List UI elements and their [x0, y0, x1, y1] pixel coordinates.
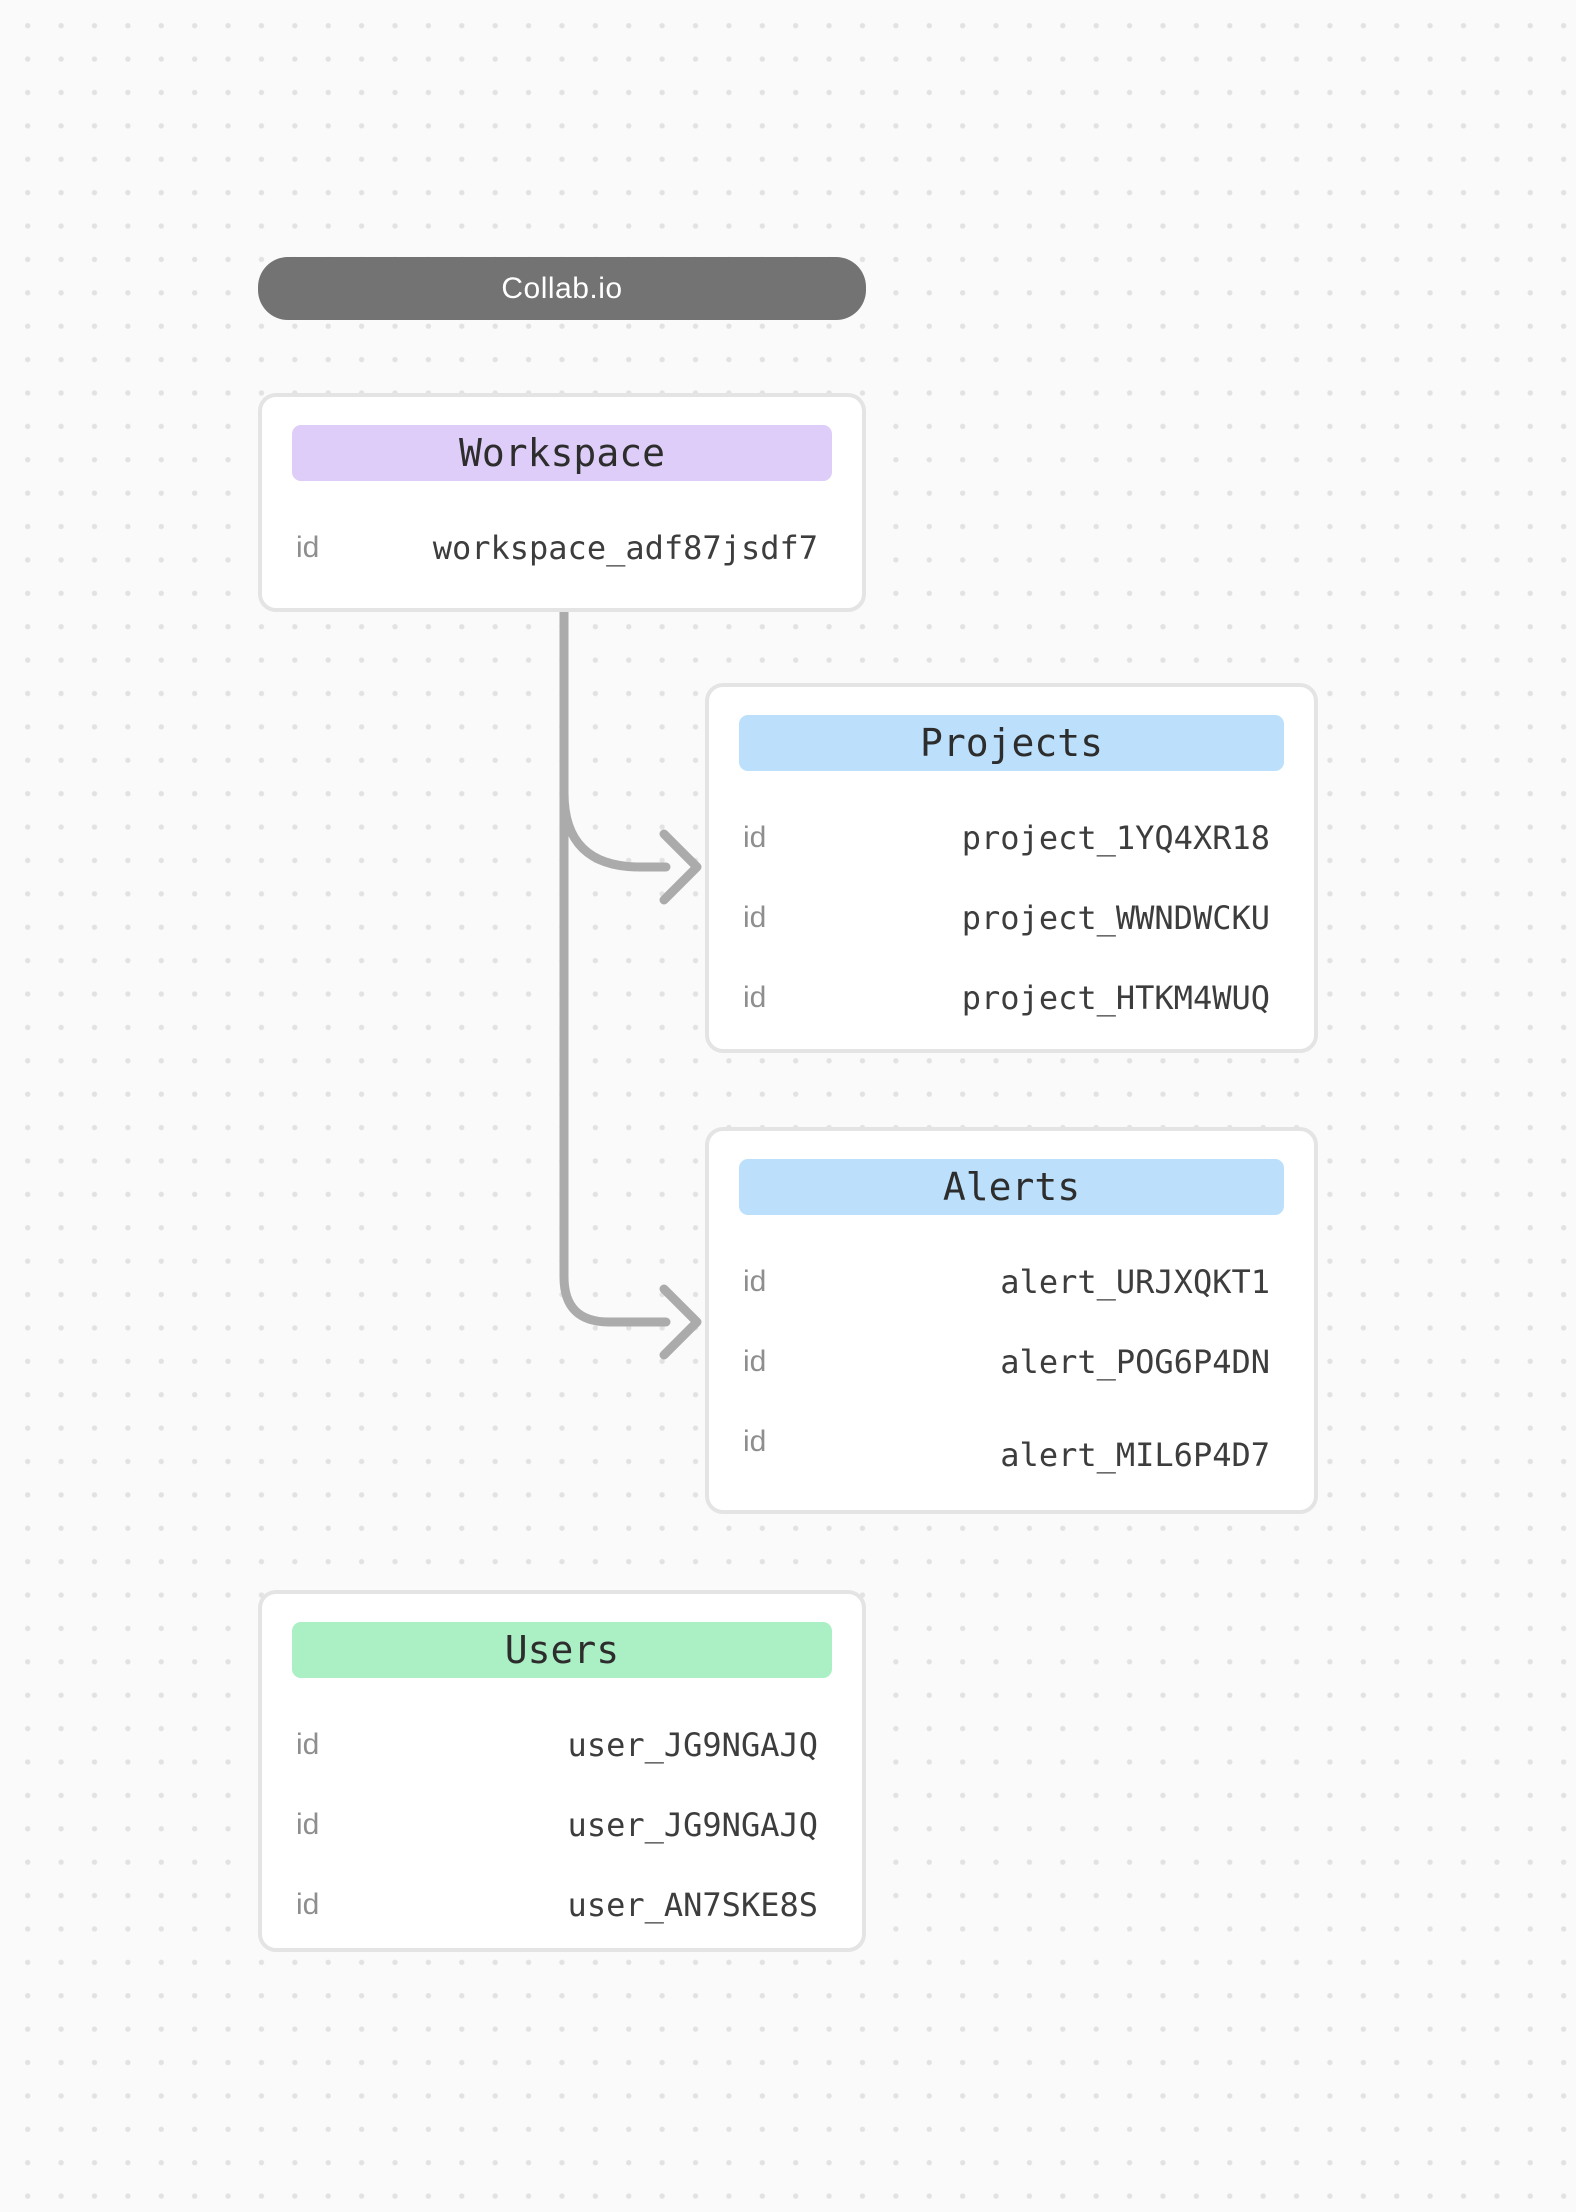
card-header: Users	[292, 1622, 832, 1678]
card-projects[interactable]: Projects id project_1YQ4XR18 id project_…	[705, 683, 1318, 1053]
field-row: id user_AN7SKE8S	[262, 1865, 862, 1945]
row-label: id	[743, 1345, 767, 1378]
row-value: alert_POG6P4DN	[1000, 1343, 1270, 1381]
rows: id user_JG9NGAJQ id user_JG9NGAJQ id use…	[262, 1705, 862, 1945]
field-row: id user_JG9NGAJQ	[262, 1705, 862, 1785]
app-title: Collab.io	[501, 271, 623, 305]
row-value: project_1YQ4XR18	[961, 819, 1270, 857]
field-row: id alert_MIL6P4D7	[709, 1402, 1314, 1482]
row-value: alert_MIL6P4D7	[1000, 1436, 1270, 1474]
rows: id workspace_adf87jsdf7	[262, 508, 862, 588]
card-title: Alerts	[942, 1165, 1081, 1209]
field-row: id project_WWNDWCKU	[709, 878, 1314, 958]
row-label: id	[296, 1888, 320, 1921]
row-label: id	[743, 1425, 767, 1458]
rows: id project_1YQ4XR18 id project_WWNDWCKU …	[709, 798, 1314, 1038]
card-header: Projects	[739, 715, 1284, 771]
field-row: id project_1YQ4XR18	[709, 798, 1314, 878]
field-row: id user_JG9NGAJQ	[262, 1785, 862, 1865]
rows: id alert_URJXQKT1 id alert_POG6P4DN id a…	[709, 1242, 1314, 1482]
row-label: id	[743, 821, 767, 854]
row-value: project_WWNDWCKU	[961, 899, 1270, 937]
row-label: id	[743, 901, 767, 934]
row-value: user_JG9NGAJQ	[567, 1806, 818, 1844]
row-value: user_AN7SKE8S	[567, 1886, 818, 1924]
card-alerts[interactable]: Alerts id alert_URJXQKT1 id alert_POG6P4…	[705, 1127, 1318, 1514]
card-title: Users	[504, 1628, 620, 1672]
row-label: id	[296, 1728, 320, 1761]
row-label: id	[296, 531, 320, 564]
row-value: user_JG9NGAJQ	[567, 1726, 818, 1764]
card-title: Projects	[919, 721, 1104, 765]
field-row: id project_HTKM4WUQ	[709, 958, 1314, 1038]
workspace-projects-connector	[559, 788, 671, 872]
field-row: id alert_URJXQKT1	[709, 1242, 1314, 1322]
card-users[interactable]: Users id user_JG9NGAJQ id user_JG9NGAJQ …	[258, 1590, 866, 1952]
workspace-alerts-connector	[559, 603, 671, 1327]
row-value: workspace_adf87jsdf7	[432, 529, 818, 567]
card-header: Alerts	[739, 1159, 1284, 1215]
card-title: Workspace	[459, 431, 665, 475]
row-value: alert_URJXQKT1	[1000, 1263, 1270, 1301]
field-row: id workspace_adf87jsdf7	[262, 508, 862, 588]
row-label: id	[296, 1808, 320, 1841]
app-title-pill[interactable]: Collab.io	[258, 257, 866, 320]
row-label: id	[743, 981, 767, 1014]
card-header: Workspace	[292, 425, 832, 481]
projects-arrowhead-icon	[659, 829, 702, 905]
row-label: id	[743, 1265, 767, 1298]
row-value: project_HTKM4WUQ	[961, 979, 1270, 1017]
card-workspace[interactable]: Workspace id workspace_adf87jsdf7	[258, 393, 866, 612]
alerts-arrowhead-icon	[659, 1284, 702, 1360]
field-row: id alert_POG6P4DN	[709, 1322, 1314, 1402]
